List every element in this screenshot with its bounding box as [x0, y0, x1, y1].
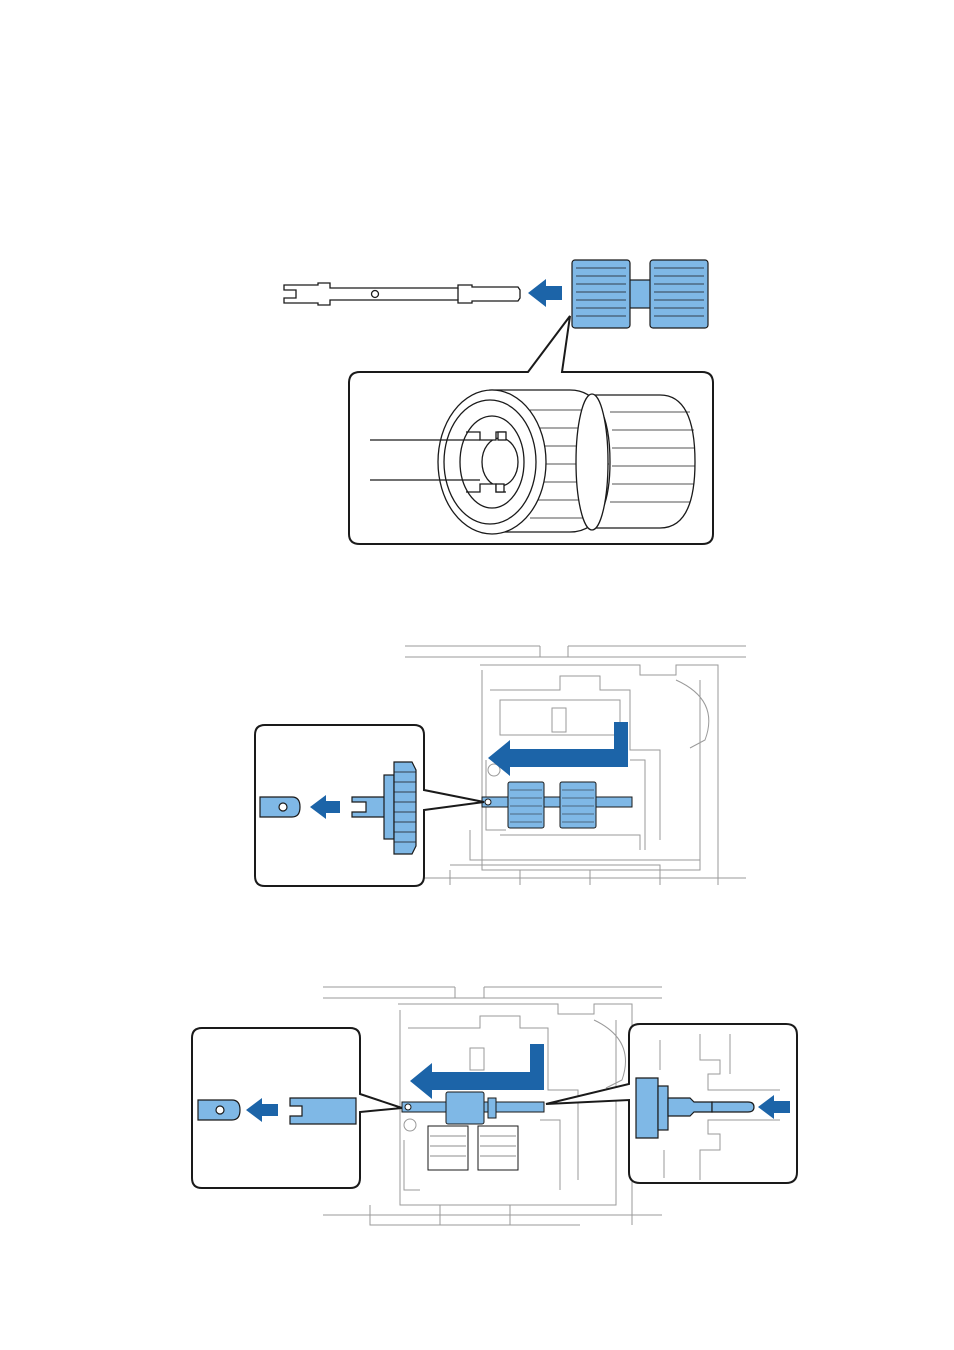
shaft-icon — [284, 283, 520, 305]
installed-shaft-icon — [402, 1092, 544, 1124]
roller-closeup-icon — [438, 390, 695, 534]
installed-roller-icon — [482, 782, 632, 828]
roller-assembly-figure — [270, 250, 730, 550]
install-shaft-figure — [250, 640, 750, 890]
insert-direction-arrow-icon — [410, 1044, 544, 1099]
attach-roller-figure — [185, 980, 805, 1230]
roller-pair-icon — [572, 260, 708, 328]
insert-direction-arrow-icon — [488, 722, 628, 776]
left-arrow-icon — [528, 279, 562, 307]
spare-roller-icon — [428, 1126, 518, 1170]
